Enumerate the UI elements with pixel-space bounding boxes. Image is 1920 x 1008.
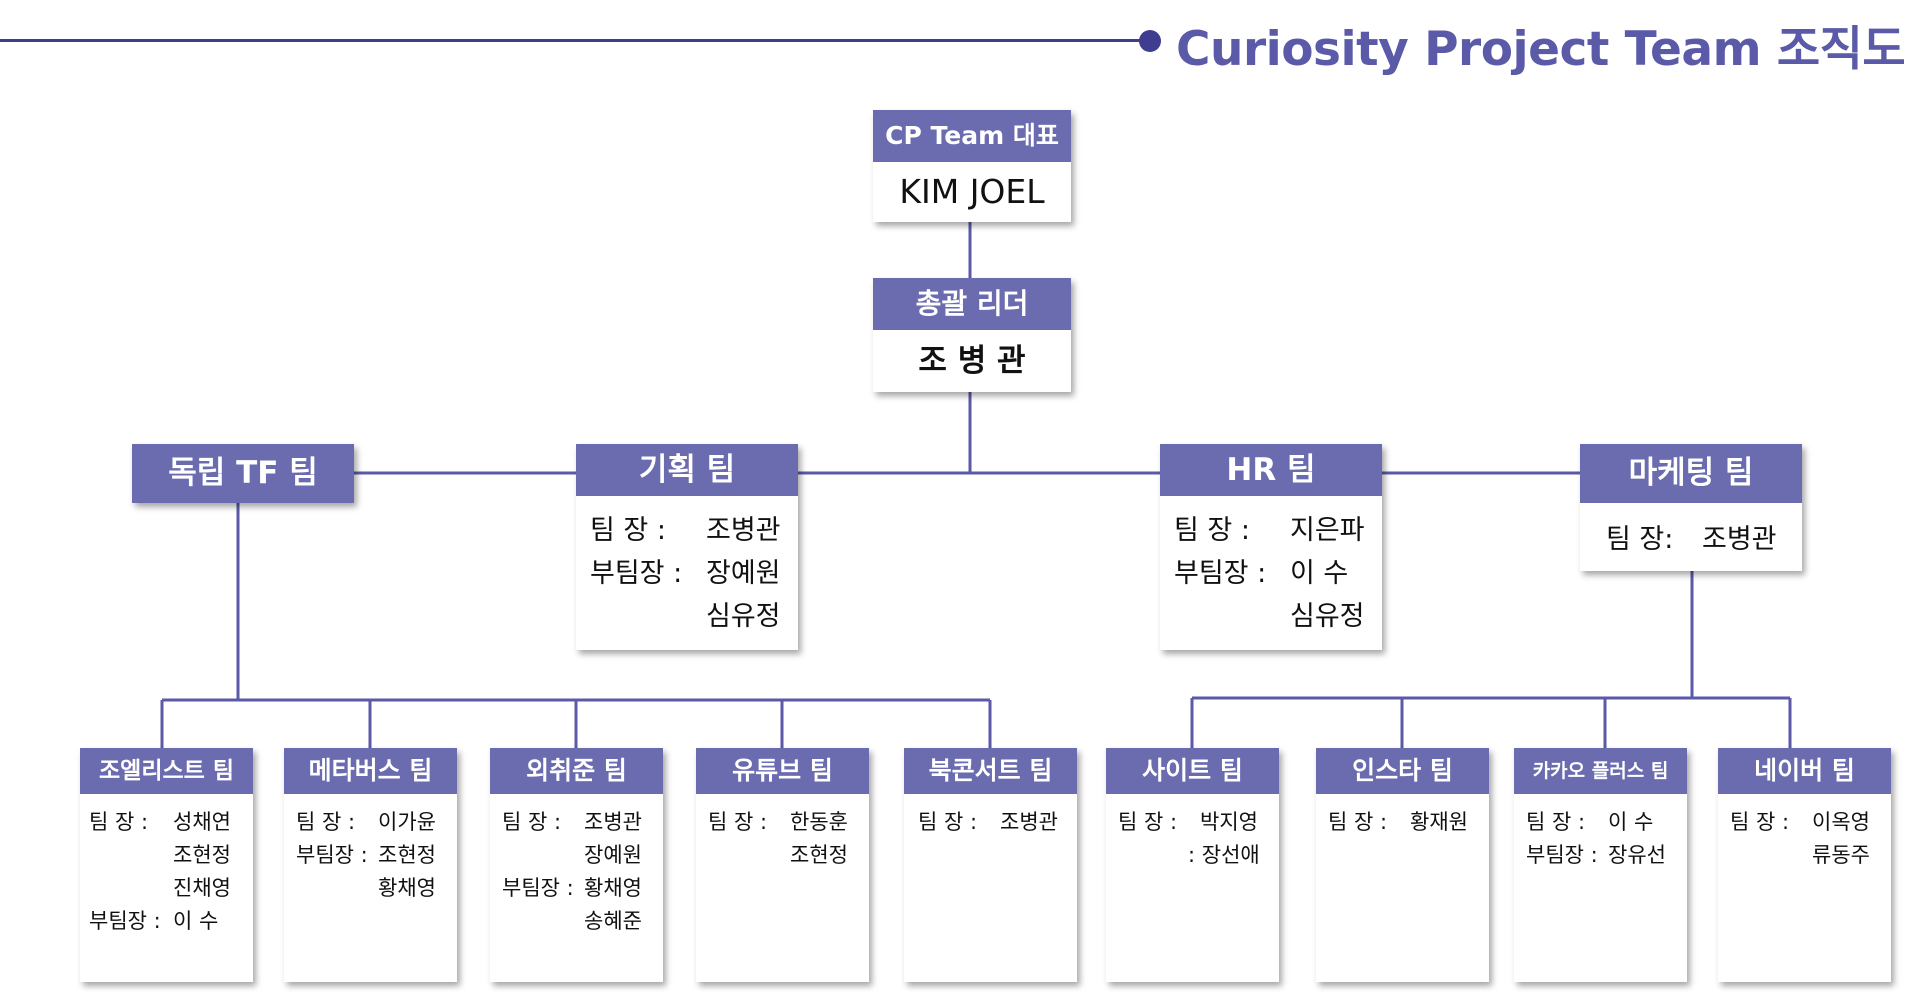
department-hr: HR 팀 팀 장 : 지은파 부팀장 : 이 수 심유정 [1160,444,1382,650]
member-list: 팀 장 : 조병관 부팀장 : 장예원 심유정 [576,496,798,650]
member-list: 팀 장 : 조병관 장예원 부팀장 : 황채영 송혜준 [490,794,663,982]
member-name: 이 수 [1608,810,1654,834]
subteam-name: 유튜브 팀 [696,748,869,794]
ceo-box: CP Team 대표 KIM JOEL [873,110,1071,222]
member-name: 황채영 [584,876,642,900]
member-name: 진채영 [173,876,231,900]
subteam-name: 외취준 팀 [490,748,663,794]
department-name: 마케팅 팀 [1580,444,1802,503]
member-list: 팀 장 : 이옥영 류동주 [1718,794,1891,982]
department-planning: 기획 팀 팀 장 : 조병관 부팀장 : 장예원 심유정 [576,444,798,650]
member-name: 조현정 [378,843,436,867]
subteam-name: 인스타 팀 [1316,748,1489,794]
member-role: 부팀장 : [590,558,683,589]
member-name: 심유정 [706,601,781,632]
subteam-youtube: 유튜브 팀 팀 장 : 한동훈 조현정 [696,748,869,982]
subteam-book-concert: 북콘서트 팀 팀 장 : 조병관 [904,748,1077,982]
department-tf: 독립 TF 팀 [132,444,354,503]
member-role: 부팀장 : [89,909,161,933]
subteam-job-prep: 외취준 팀 팀 장 : 조병관 장예원 부팀장 : 황채영 송혜준 [490,748,663,982]
member-name: 이 수 [173,909,219,933]
member-role: 팀 장 : [918,810,978,834]
member-role: 팀 장 : [1118,810,1178,834]
member-role: 팀 장 : [1174,515,1250,546]
page-title: Curiosity Project Team 조직도 [1176,22,1906,77]
member-list: 팀 장 : 황재원 [1316,794,1489,982]
member-name: 조병관 [706,515,781,546]
member-name: 조현정 [790,843,848,867]
member-role: 부팀장 : [296,843,368,867]
member-name: 이옥영 [1812,810,1870,834]
member-list: 팀 장 : 조병관 [904,794,1077,982]
member-name: 장유선 [1608,843,1666,867]
member-name: 류동주 [1812,843,1870,867]
member-name: 조병관 [1000,810,1058,834]
subteam-name: 북콘서트 팀 [904,748,1077,794]
member-role: 팀 장 : [590,515,666,546]
subteam-name: 사이트 팀 [1106,748,1279,794]
member-role: 부팀장 : [502,876,574,900]
member-role: 팀 장: [1606,524,1674,555]
member-name: 이 수 [1290,558,1349,589]
ceo-role: CP Team 대표 [873,110,1071,162]
member-name: 조병관 [1702,524,1777,555]
member-name: 이가윤 [378,810,436,834]
member-role: 팀 장 : [502,810,562,834]
ceo-name: KIM JOEL [899,172,1045,211]
subteam-name: 조엘리스트 팀 [80,748,253,794]
subteam-name: 네이버 팀 [1718,748,1891,794]
subteam-joelist: 조엘리스트 팀 팀 장 : 성채연 조현정 진채영 부팀장 : 이 수 [80,748,253,982]
header-dot-icon [1139,30,1161,52]
member-name: 장예원 [706,558,781,589]
member-role: 팀 장 : [296,810,356,834]
member-list: 팀 장 : 지은파 부팀장 : 이 수 심유정 [1160,496,1382,650]
member-name: 지은파 [1290,515,1365,546]
subteam-instagram: 인스타 팀 팀 장 : 황재원 [1316,748,1489,982]
member-role: 팀 장 : [708,810,768,834]
member-name: 조병관 [584,810,642,834]
subteam-metaverse: 메타버스 팀 팀 장 : 이가윤 부팀장 : 조현정 황채영 [284,748,457,982]
member-name: 황채영 [378,876,436,900]
subteam-kakao-plus: 카카오 플러스 팀 팀 장 : 이 수 부팀장 : 장유선 [1514,748,1687,982]
general-leader-box: 총괄 리더 조 병 관 [873,278,1071,392]
subteam-name: 메타버스 팀 [284,748,457,794]
member-name: 장예원 [584,843,642,867]
member-list: 팀 장 : 이 수 부팀장 : 장유선 [1514,794,1687,982]
subteam-name: 카카오 플러스 팀 [1514,748,1687,794]
department-name: 기획 팀 [576,444,798,496]
general-leader-role: 총괄 리더 [873,278,1071,330]
member-name: 조현정 [173,843,231,867]
member-name: : 장선애 [1188,843,1260,867]
member-list: 팀 장 : 성채연 조현정 진채영 부팀장 : 이 수 [80,794,253,982]
member-role: 팀 장 : [1730,810,1790,834]
member-name: 성채연 [173,810,231,834]
member-name: 황재원 [1410,810,1468,834]
member-role: 팀 장 : [1328,810,1388,834]
member-role: 팀 장 : [1526,810,1586,834]
member-list: 팀 장 : 이가윤 부팀장 : 조현정 황채영 [284,794,457,982]
member-role: 부팀장 : [1526,843,1598,867]
member-name: 심유정 [1290,601,1365,632]
subteam-naver: 네이버 팀 팀 장 : 이옥영 류동주 [1718,748,1891,982]
member-role: 부팀장 : [1174,558,1267,589]
member-name: 한동훈 [790,810,848,834]
general-leader-name: 조 병 관 [918,343,1026,379]
member-list: 팀 장 : 한동훈 조현정 [696,794,869,982]
department-marketing: 마케팅 팀 팀 장: 조병관 [1580,444,1802,571]
department-name: HR 팀 [1160,444,1382,496]
member-name: 박지영 [1200,810,1258,834]
subteam-site: 사이트 팀 팀 장 : 박지영 : 장선애 [1106,748,1279,982]
header-rule [0,39,1145,42]
member-role: 팀 장 : [89,810,149,834]
member-name: 송혜준 [584,909,642,933]
member-list: 팀 장 : 박지영 : 장선애 [1106,794,1279,982]
department-name: 독립 TF 팀 [132,444,354,503]
member-list: 팀 장: 조병관 [1580,503,1802,571]
